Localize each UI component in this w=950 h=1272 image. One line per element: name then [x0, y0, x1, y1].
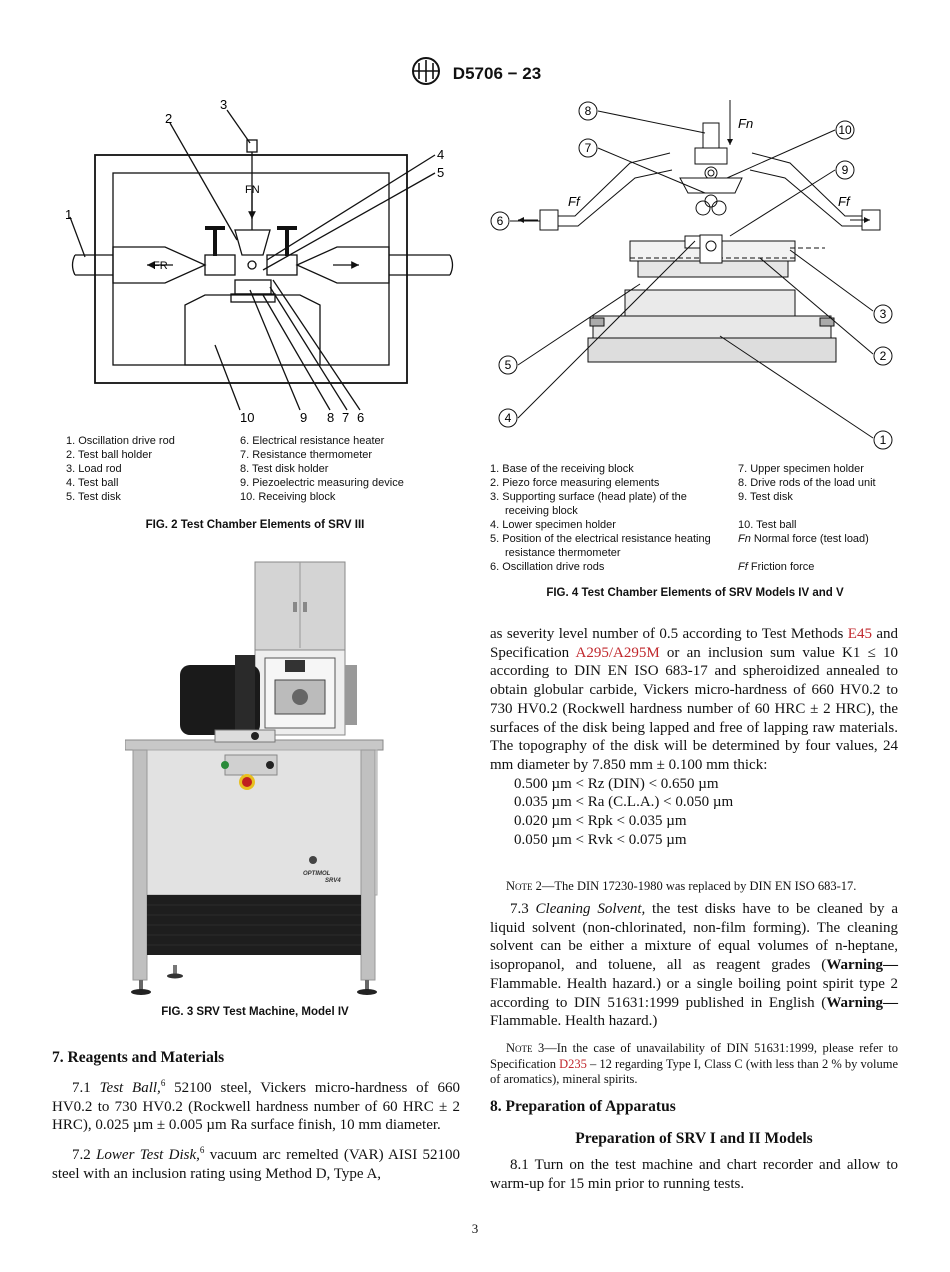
legend-item: 2. Piezo force measuring elements [490, 477, 660, 489]
legend-item: 5. Test disk [66, 491, 121, 503]
fig4-diagram: 8 7 10 9 6 3 2 5 4 1 Fn Ff Ff [490, 100, 893, 450]
legend-item: 1. Oscillation drive rod [66, 435, 175, 447]
legend-item: 5. Position of the electrical resistance… [490, 533, 711, 545]
fig3-caption: FIG. 3 SRV Test Machine, Model IV [161, 1006, 349, 1018]
legend-item: 6. Oscillation drive rods [490, 561, 605, 573]
paragraph-7-2: 7.2 Lower Test Disk,6 vacuum arc remelte… [52, 1145, 461, 1182]
legend-item: 7. Upper specimen holder [738, 463, 864, 475]
fig2-force-fn: FN [245, 184, 260, 196]
paragraph-7-2-continued: as severity level number of 0.5 accordin… [490, 626, 899, 773]
legend-item: Ff Friction force [738, 561, 815, 573]
fig4-callout-5: 5 [505, 358, 512, 372]
fig4-callout-9: 9 [842, 163, 849, 177]
range-item: 0.500 µm < Rz (DIN) < 0.650 µm [514, 775, 719, 792]
left-column-text: 7.1 Test Ball,6 52100 steel, Vickers mic… [52, 1074, 460, 1184]
legend-item: 10. Receiving block [240, 491, 336, 503]
fig4-callout-1: 1 [880, 433, 887, 447]
page-number: 3 [471, 1221, 479, 1236]
fig4-callout-7: 7 [585, 141, 592, 155]
fig4-legend-right: 7. Upper specimen holder 8. Drive rods o… [738, 462, 908, 574]
legend-item: 7. Resistance thermometer [240, 449, 373, 461]
legend-item: Fn Normal force (test load) [738, 533, 869, 545]
fig4-force-fn: Fn [738, 116, 753, 131]
note-2: Note 2—The DIN 17230-1980 was replaced b… [506, 879, 857, 893]
link-e45[interactable]: E45 [847, 626, 872, 642]
paragraph-8-1: 8.1 Turn on the test machine and chart r… [490, 1157, 898, 1192]
fig4-caption: FIG. 4 Test Chamber Elements of SRV Mode… [546, 587, 844, 599]
legend-item [738, 504, 908, 518]
fig2-diagram: 2 3 4 5 1 10 9 8 7 6 FN FR [65, 97, 454, 425]
legend-item: 3. Supporting surface (head plate) of th… [490, 491, 687, 503]
subsection-heading: Preparation of SRV I and II Models [575, 1130, 813, 1147]
fig4-force-ff-right: Ff [838, 194, 851, 209]
fig4-callout-4: 4 [505, 411, 512, 425]
legend-item: 9. Test disk [738, 491, 793, 503]
legend-item: 10. Test ball [738, 519, 797, 531]
fig2-callout-5: 5 [437, 165, 444, 180]
section-8-heading: 8. Preparation of Apparatus [490, 1098, 676, 1115]
legend-item: 9. Piezoelectric measuring device [240, 477, 404, 489]
fig3-brand: OPTIMOL [303, 871, 331, 877]
fig4-legend-left: 1. Base of the receiving block 2. Piezo … [490, 462, 730, 574]
legend-item: 8. Test disk holder [240, 463, 329, 475]
fig2-callout-9: 9 [300, 410, 307, 425]
legend-item: 4. Test ball [66, 477, 119, 489]
legend-item [738, 546, 908, 560]
legend-symbol-ff: Ff [738, 561, 748, 573]
legend-item: resistance thermometer [505, 547, 621, 559]
legend-item: 8. Drive rods of the load unit [738, 477, 876, 489]
legend-item: 6. Electrical resistance heater [240, 435, 385, 447]
fig2-legend-right: 6. Electrical resistance heater 7. Resis… [240, 434, 450, 504]
legend-item: 4. Lower specimen holder [490, 519, 616, 531]
fig2-callout-2: 2 [165, 111, 172, 126]
note-3: Note 3—In the case of unavailability of … [490, 1041, 898, 1086]
topography-ranges: 0.500 µm < Rz (DIN) < 0.650 µm 0.035 µm … [490, 775, 898, 850]
fig4-callout-3: 3 [880, 307, 887, 321]
legend-item: 3. Load rod [66, 463, 122, 475]
fig4-callout-2: 2 [880, 349, 887, 363]
page-header: D5706 − 23 [0, 56, 950, 91]
fig2-callout-4: 4 [437, 147, 444, 162]
range-item: 0.020 µm < Rpk < 0.035 µm [514, 813, 687, 830]
fig2-callout-7: 7 [342, 410, 349, 425]
fig2-callout-3: 3 [220, 97, 227, 112]
standard-designation: D5706 − 23 [452, 63, 542, 83]
fig2-legend-left: 1. Oscillation drive rod 2. Test ball ho… [66, 434, 236, 504]
fig4-callout-8: 8 [585, 104, 592, 118]
paragraph-7-1: 7.1 Test Ball,6 52100 steel, Vickers mic… [52, 1078, 460, 1134]
range-item: 0.050 µm < Rvk < 0.075 µm [514, 831, 687, 848]
fig4-callout-6: 6 [497, 214, 504, 228]
fig4-force-ff-left: Ff [568, 194, 581, 209]
fig2-force-fr: FR [153, 260, 168, 272]
link-d235[interactable]: D235 [559, 1056, 587, 1071]
fig2-caption: FIG. 2 Test Chamber Elements of SRV III [145, 519, 365, 531]
legend-symbol-fn: Fn [738, 533, 751, 545]
fig2-callout-1: 1 [65, 207, 72, 222]
fig4-callout-10: 10 [838, 123, 852, 137]
range-item: 0.035 µm < Ra (C.L.A.) < 0.050 µm [514, 794, 734, 811]
fig2-callout-6: 6 [357, 410, 364, 425]
legend-item: 1. Base of the receiving block [490, 463, 634, 475]
fig2-callout-8: 8 [327, 410, 334, 425]
fig3-machine-photo: OPTIMOL SRV4 [125, 561, 384, 995]
astm-logo [409, 56, 443, 91]
legend-item: 2. Test ball holder [66, 449, 153, 461]
fig2-callout-10: 10 [240, 410, 254, 425]
right-column-text: as severity level number of 0.5 accordin… [490, 625, 898, 849]
section-7-heading: 7. Reagents and Materials [52, 1049, 225, 1066]
link-a295[interactable]: A295/A295M [575, 644, 660, 661]
fig3-model: SRV4 [325, 878, 341, 884]
paragraph-7-3: 7.3 Cleaning Solvent, the test disks hav… [490, 901, 898, 1030]
legend-item: receiving block [505, 505, 578, 517]
